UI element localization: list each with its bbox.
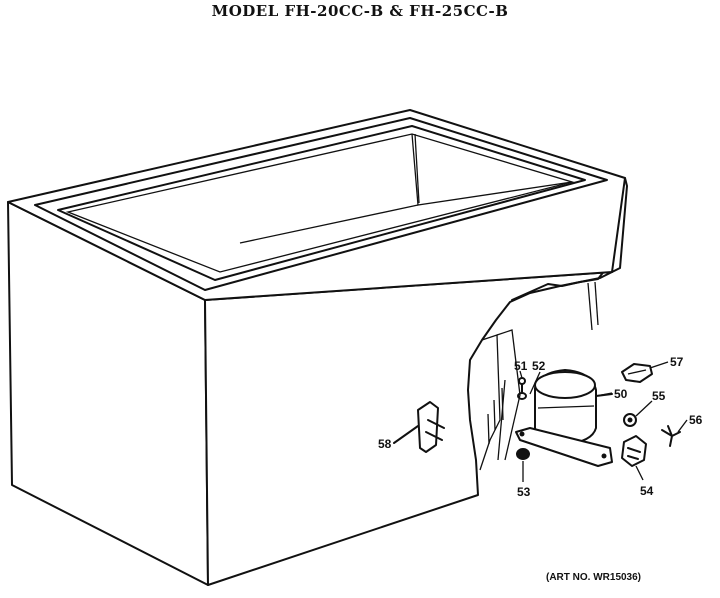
cabinet-top xyxy=(7,109,626,301)
freezer-cabinet xyxy=(7,109,628,586)
part-57-cover xyxy=(621,363,653,383)
leader-lines xyxy=(519,361,688,482)
callout-52: 52 xyxy=(532,359,546,373)
part-55-overload xyxy=(623,413,637,427)
inner-wall-back xyxy=(239,204,419,244)
callout-53: 53 xyxy=(517,485,531,499)
callout-58: 58 xyxy=(378,437,392,451)
art-number: (ART NO. WR15036) xyxy=(546,572,642,583)
part-52-washer xyxy=(517,392,527,400)
callout-56: 56 xyxy=(689,413,703,427)
part-53-grommet xyxy=(516,448,530,460)
callout-54: 54 xyxy=(640,484,654,498)
part-56-clip xyxy=(661,425,681,447)
diagram-title: MODEL FH-20CC-B & FH-25CC-B xyxy=(211,2,509,20)
part-54-relay xyxy=(621,435,647,467)
cabinet-right-side xyxy=(611,177,628,273)
callout-50: 50 xyxy=(614,387,628,401)
part-58-bracket xyxy=(393,401,445,453)
cutaway-interior xyxy=(479,334,501,471)
cutaway-hatching xyxy=(487,281,599,461)
compressor-base-plate xyxy=(515,427,613,467)
lid-gasket xyxy=(57,125,586,281)
callout-55: 55 xyxy=(652,389,666,403)
callout-57: 57 xyxy=(670,355,684,369)
callout-51: 51 xyxy=(514,359,528,373)
part-50-compressor xyxy=(534,369,613,445)
cabinet-rim xyxy=(34,117,608,291)
